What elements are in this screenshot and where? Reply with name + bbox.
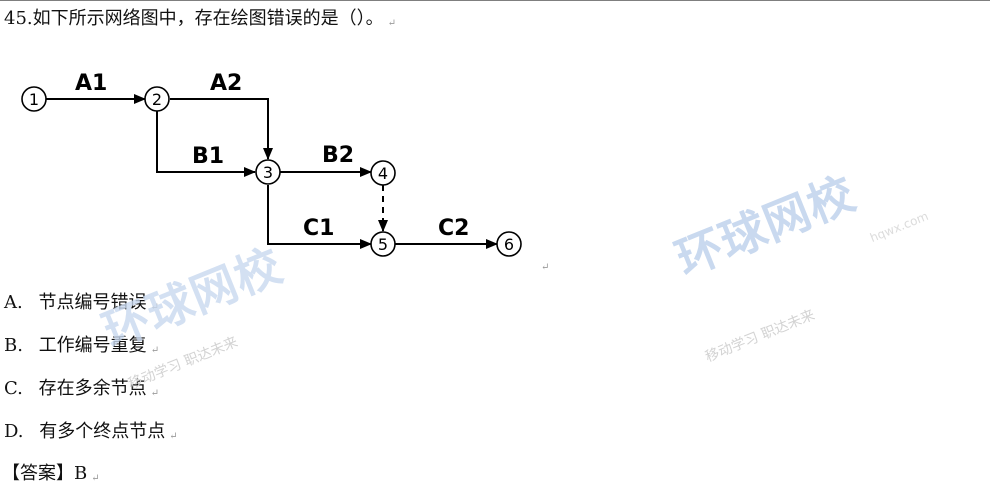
paragraph-mark: ↵ (150, 388, 159, 399)
answer-label: 【答案】 (2, 463, 74, 484)
option-letter: C. (4, 378, 23, 399)
top-border (0, 0, 990, 1)
edge-2-3-top (170, 98, 273, 160)
activity-label: B1 (192, 144, 224, 169)
question-text: 45.如下所示网络图中，存在绘图错误的是（）。 (4, 8, 384, 29)
node-2: 2 (144, 86, 170, 112)
option-letter: B. (4, 335, 23, 356)
edge-2-3-bottom (156, 111, 256, 177)
paragraph-mark: ↵ (91, 473, 100, 484)
option-letter: A. (4, 292, 23, 313)
node-label: 3 (263, 163, 273, 182)
activity-label: C1 (303, 216, 334, 241)
node-label: 1 (29, 90, 39, 109)
question-stem: 45.如下所示网络图中，存在绘图错误的是（）。↵ (4, 8, 396, 35)
node-label: 4 (378, 164, 388, 183)
node-6: 6 (496, 231, 522, 257)
option-d: D. 有多个终点节点↵ (4, 421, 178, 448)
paragraph-mark: ↵ (541, 262, 550, 273)
node-label: 5 (378, 235, 388, 254)
node-3: 3 (255, 159, 281, 185)
activity-label: A2 (210, 71, 242, 96)
activity-label: A1 (75, 71, 107, 96)
node-label: 2 (152, 90, 162, 109)
option-c: C. 存在多余节点↵ (4, 378, 159, 405)
option-text: 节点编号错误 (38, 292, 147, 313)
option-text: 有多个终点节点 (39, 421, 166, 442)
node-4: 4 (370, 160, 396, 186)
activity-label: C2 (438, 216, 469, 241)
node-label: 6 (504, 235, 514, 254)
paragraph-mark: ↵ (150, 345, 160, 356)
answer-line: 【答案】B↵ (2, 463, 100, 490)
paragraph-mark: ↵ (387, 18, 397, 29)
activity-label: B2 (322, 143, 354, 168)
option-text: 存在多余节点 (38, 378, 147, 399)
answer-value: B (74, 463, 88, 484)
option-b: B. 工作编号重复↵ (4, 335, 159, 362)
paragraph-mark: ↵ (150, 302, 159, 313)
node-5: 5 (370, 231, 396, 257)
paragraph-mark: ↵ (169, 431, 178, 442)
option-letter: D. (4, 421, 24, 442)
option-a: A. 节点编号错误↵ (4, 292, 159, 319)
node-1: 1 (21, 86, 47, 112)
edge-3-5 (267, 185, 372, 249)
option-text: 工作编号重复 (38, 335, 147, 356)
